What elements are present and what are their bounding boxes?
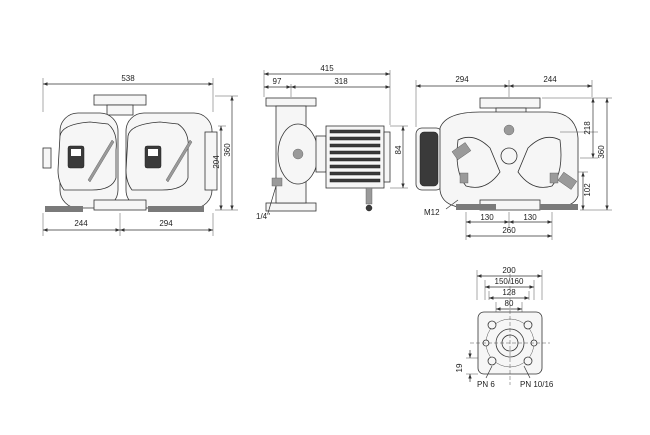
side-cable-gland [365,187,373,205]
rear-left-foot [456,204,496,210]
front-right-screen [148,149,158,156]
dim-rear-foot-total: 260 [502,226,516,235]
flange-view: 200 150/160 128 80 19 [455,266,554,389]
label-bolt-size: M12 [424,208,440,217]
front-left-logo-strip [87,139,115,183]
rear-left-motor-cover [419,131,439,187]
front-left-motor [57,121,117,191]
dim-side-motor-height: 84 [394,145,403,154]
dim-front-left-width: 244 [74,219,88,228]
label-thread: 1/4" [256,212,270,221]
rear-left-valve [451,142,472,161]
dim-front-height-total: 360 [223,143,232,157]
front-top-pipe [106,104,134,116]
dim-rear-foot-right: 130 [523,213,537,222]
side-motor [325,125,385,189]
front-left-screen [71,149,81,156]
front-bottom-flange [93,199,147,211]
dim-side-flange-to-axis: 97 [273,77,282,86]
dim-front-overall-width: 538 [121,74,135,83]
label-pn-left: PN 6 [477,380,495,389]
dim-flange-80: 80 [505,299,514,308]
rear-view: 294 244 360 218 102 M12 130 130 260 [415,75,612,240]
side-coupling [315,135,327,173]
front-side-bracket [204,131,218,191]
rear-top-flange [479,97,541,109]
front-left-foot [45,206,83,212]
rear-top-port [503,124,515,136]
dim-flange-thickness: 19 [455,363,464,372]
dim-side-overall-length: 415 [320,64,334,73]
front-top-flange [93,94,147,106]
side-view: 415 97 318 84 1/4" [256,64,408,221]
dim-flange-150-160: 150/160 [495,277,524,286]
front-left-plug [42,147,52,169]
side-drain-plug [271,177,283,187]
label-pn-right: PN 10/16 [520,380,554,389]
dim-rear-height-upper: 218 [583,121,592,135]
rear-right-valve [557,171,578,190]
side-top-flange [265,97,317,107]
side-cable-end [365,204,373,212]
dim-rear-left-width: 294 [455,75,469,84]
front-right-logo-strip [165,139,193,183]
rear-center-port [500,147,518,165]
side-motor-endcap [383,131,391,183]
front-view: 538 244 294 360 204 [42,74,238,236]
dim-rear-foot-left: 130 [480,213,494,222]
dim-side-axis-to-motor-end: 318 [334,77,348,86]
dim-front-height-upper: 204 [212,155,221,169]
rear-right-foot [540,204,578,210]
rear-left-bolt [459,172,469,184]
side-shaft-hub [292,148,304,160]
rear-right-bolt [549,172,559,184]
dim-flange-128: 128 [502,288,516,297]
dim-rear-height-lower: 102 [583,183,592,197]
dim-flange-200: 200 [502,266,516,275]
front-right-foot [148,206,204,212]
dim-front-right-width: 294 [159,219,173,228]
dim-rear-right-width: 244 [543,75,557,84]
side-motor-fins [329,129,381,183]
dim-rear-height-total: 360 [597,145,606,159]
side-bottom-flange [265,202,317,212]
